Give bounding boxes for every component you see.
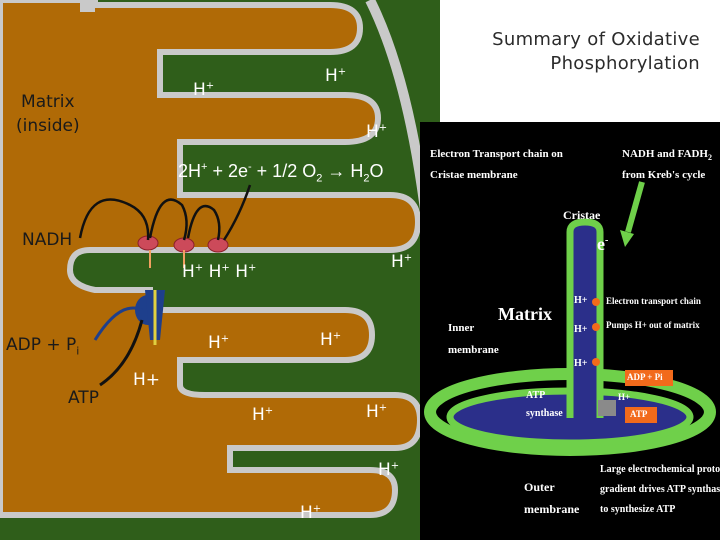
inset-gradient-1: Large electrochemical proton <box>600 464 720 475</box>
inset-etc-dot <box>592 358 600 366</box>
oxygen-reduction-equation: 2H+ + 2e- + 1/2 O2 → H2O <box>178 161 384 185</box>
nadh-label: NADH <box>22 230 72 250</box>
title-line-2: Phosphorylation <box>492 52 700 76</box>
title-line-1: Summary of Oxidative <box>492 28 700 52</box>
inset-gradient-2: gradient drives ATP synthase <box>600 484 720 495</box>
proton-label: H+ <box>252 405 273 425</box>
adp-label-sub: i <box>76 344 79 357</box>
inset-inner-label-1: Inner <box>448 322 474 334</box>
inset-diagram-panel: Electron Transport chain on Cristae memb… <box>420 122 720 540</box>
matrix-label: Matrix (inside) <box>16 90 80 138</box>
adp-label: ADP + Pi <box>6 335 79 357</box>
inset-h-plus-label: H+ <box>574 295 587 306</box>
inset-cristae-label: Cristae <box>563 208 600 223</box>
membrane-corner <box>80 0 95 12</box>
inset-etc-dot <box>592 298 600 306</box>
inset-nadh-arrowhead <box>620 230 634 247</box>
adp-label-main: ADP + P <box>6 335 76 355</box>
proton-label: H+ <box>320 330 341 350</box>
matrix-label-line-1: Matrix <box>16 90 80 114</box>
atp-label: ATP <box>68 388 99 408</box>
proton-label: H+ <box>366 402 387 422</box>
inset-atp-synthase-label-2: synthase <box>526 408 563 419</box>
inset-nadh-title-2: from Kreb's cycle <box>622 169 705 181</box>
inset-crista <box>570 222 600 418</box>
inset-etc-title-1: Electron Transport chain on <box>430 148 563 160</box>
complex-iii <box>174 238 194 252</box>
inset-nadh-title-1: NADH and FADH2 <box>622 148 712 162</box>
inset-outer-label-2: membrane <box>524 502 579 517</box>
proton-label: H+ <box>366 122 387 142</box>
inset-atp-label: ATP <box>630 409 647 419</box>
inset-etc-note-1: Electron transport chain <box>606 296 701 306</box>
inset-inner-label-2: membrane <box>448 344 499 356</box>
inset-nadh-arrow <box>628 182 642 232</box>
inset-etc-dot <box>592 323 600 331</box>
inset-etc-note-2: Pumps H+ out of matrix <box>606 320 700 330</box>
inset-gradient-3: to synthesize ATP <box>600 504 675 515</box>
inset-adp-pi-label: ADP + Pi <box>627 372 663 382</box>
proton-label: H+ <box>325 66 346 86</box>
proton-label: H+ <box>208 333 229 353</box>
proton-label: H+ <box>133 370 160 390</box>
inset-electron-label: e- <box>597 234 608 255</box>
inset-etc-title-2: Cristae membrane <box>430 169 518 181</box>
inset-matrix-label: Matrix <box>498 304 552 325</box>
proton-label: H+ <box>193 80 214 100</box>
proton-label: H+ <box>378 460 399 480</box>
inset-outer-label-1: Outer <box>524 480 555 495</box>
proton-label: H+ <box>300 503 321 523</box>
proton-label: H+ <box>391 252 412 272</box>
matrix-label-line-2: (inside) <box>16 114 80 138</box>
inset-h-plus-label: H+ <box>574 358 587 369</box>
inset-h-plus-label: H+ <box>574 324 587 335</box>
inset-h-plus-label: H+ <box>618 392 630 402</box>
page-title: Summary of Oxidative Phosphorylation <box>492 28 700 76</box>
inset-atp-synthase <box>598 400 616 416</box>
inset-atp-synthase-label-1: ATP <box>526 390 545 401</box>
proton-trio-label: H+ H+ H+ <box>182 262 256 282</box>
